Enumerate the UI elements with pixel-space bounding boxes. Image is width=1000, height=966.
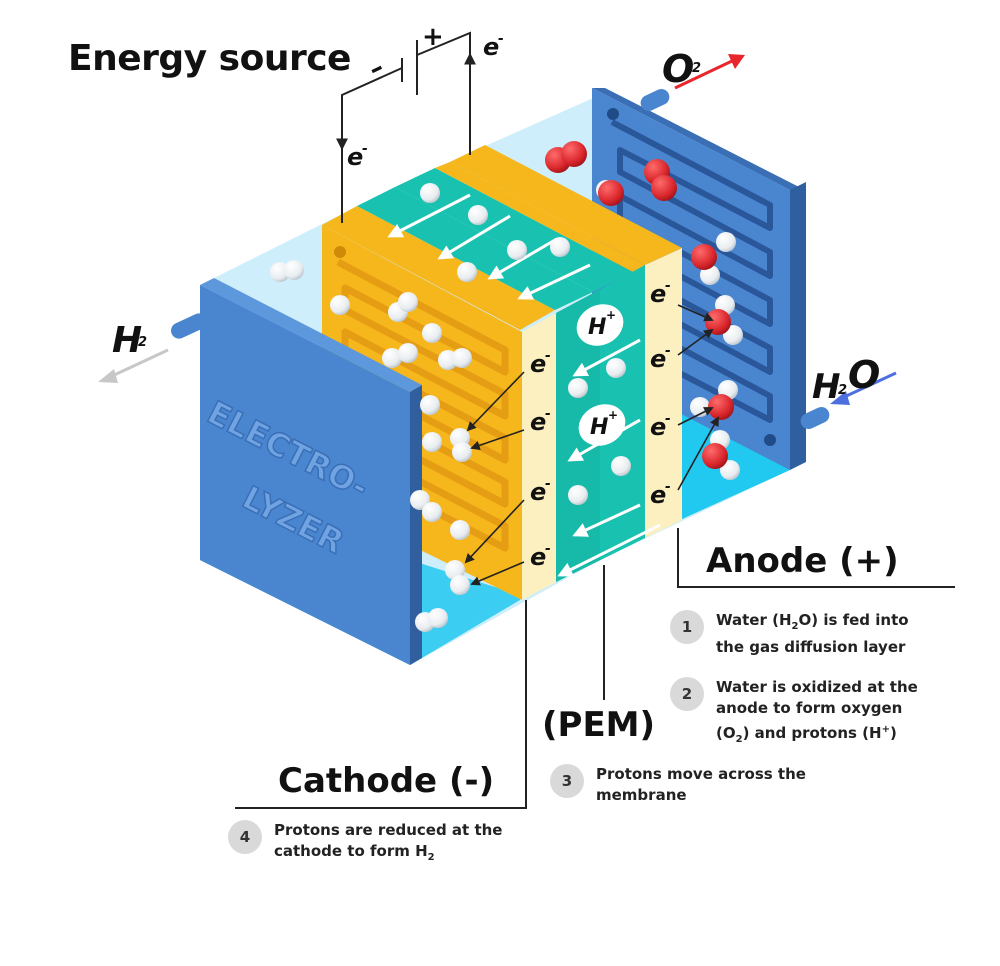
svg-text:-: - bbox=[665, 343, 671, 359]
svg-text:2: 2 bbox=[692, 61, 701, 76]
electron-symbol: e- bbox=[530, 476, 551, 506]
electron-symbol: e- bbox=[483, 31, 504, 61]
svg-text:-: - bbox=[665, 278, 671, 294]
step-3: 3 Protons move across the membrane bbox=[550, 764, 806, 806]
hydrogen-flow-arrows bbox=[387, 193, 661, 577]
o2-label: O2 bbox=[662, 47, 701, 91]
electron-symbol: e- bbox=[530, 348, 551, 378]
proton-symbol: H+ bbox=[576, 304, 624, 346]
battery-minus-sign: – bbox=[364, 52, 388, 85]
gas-flow-arrows bbox=[98, 54, 897, 405]
step-1-badge: 1 bbox=[670, 610, 704, 644]
svg-text:-: - bbox=[362, 141, 368, 157]
svg-text:e: e bbox=[483, 33, 499, 61]
svg-text:e: e bbox=[650, 280, 666, 308]
electron-symbol: e- bbox=[650, 479, 671, 509]
step-4: 4 Protons are reduced at the cathode to … bbox=[228, 820, 502, 868]
svg-text:H: H bbox=[590, 415, 608, 440]
svg-text:e: e bbox=[530, 350, 546, 378]
layer-top-faces bbox=[322, 145, 682, 330]
step-2: 2 Water is oxidized at the anode to form… bbox=[670, 677, 918, 750]
svg-text:H: H bbox=[588, 315, 606, 340]
electron-symbol: e- bbox=[530, 406, 551, 436]
proton-labels: H+ H+ bbox=[576, 304, 626, 446]
step-2-text: Water is oxidized at the anode to form o… bbox=[716, 678, 918, 745]
svg-text:+: + bbox=[608, 408, 618, 422]
svg-text:-: - bbox=[545, 476, 551, 492]
electron-symbol: e- bbox=[530, 541, 551, 571]
hydrogen-molecules bbox=[270, 180, 743, 632]
anode-heading: Anode (+) bbox=[706, 541, 899, 581]
battery-plus-sign: + bbox=[422, 22, 444, 52]
svg-text:+: + bbox=[606, 308, 616, 322]
svg-text:e: e bbox=[530, 478, 546, 506]
cathode-plate bbox=[171, 278, 422, 665]
electron-symbol: e- bbox=[650, 343, 671, 373]
svg-text:-: - bbox=[545, 541, 551, 557]
step-4-badge: 4 bbox=[228, 820, 262, 854]
o2-outlet-pipe bbox=[640, 89, 670, 111]
svg-text:-: - bbox=[665, 479, 671, 495]
step-2-badge: 2 bbox=[670, 677, 704, 711]
svg-text:2: 2 bbox=[138, 335, 147, 350]
svg-text:e: e bbox=[530, 408, 546, 436]
polarity-signs: – + bbox=[364, 22, 444, 85]
svg-text:O: O bbox=[848, 353, 880, 397]
step-4-text: Protons are reduced at the cathode to fo… bbox=[274, 821, 503, 863]
energy-source-title: Energy source bbox=[68, 38, 351, 79]
electron-symbol: e- bbox=[650, 411, 671, 441]
svg-text:-: - bbox=[498, 31, 504, 47]
svg-text:-: - bbox=[665, 411, 671, 427]
step-1-text: Water (H2O) is fed into the gas diffusio… bbox=[716, 611, 909, 656]
leader-lines bbox=[235, 528, 955, 809]
svg-text:e: e bbox=[650, 413, 666, 441]
h2o-inlet-pipe bbox=[800, 407, 830, 429]
electron-labels: e- e- e- e- e- e- e- e- e- e- bbox=[347, 31, 671, 571]
catalyst-layers bbox=[522, 248, 682, 600]
svg-text:O: O bbox=[662, 47, 694, 91]
svg-text:e: e bbox=[530, 543, 546, 571]
h2-outlet-pipe bbox=[171, 313, 207, 339]
svg-text:e: e bbox=[650, 345, 666, 373]
electron-transfer-arrows bbox=[464, 304, 719, 586]
pem-heading: (PEM) bbox=[542, 705, 656, 745]
svg-text:H: H bbox=[812, 367, 840, 407]
electron-symbol: e- bbox=[347, 141, 368, 171]
svg-text:2: 2 bbox=[838, 383, 847, 398]
proton-symbol: H+ bbox=[578, 404, 626, 446]
svg-text:-: - bbox=[545, 406, 551, 422]
cathode-heading: Cathode (-) bbox=[278, 761, 495, 801]
step-3-badge: 3 bbox=[550, 764, 584, 798]
svg-text:-: - bbox=[545, 348, 551, 364]
energy-source-circuit bbox=[336, 31, 476, 223]
step-1: 1 Water (H2O) is fed into the gas diffus… bbox=[670, 610, 909, 658]
h2-label: H2 bbox=[112, 320, 147, 361]
svg-text:e: e bbox=[650, 481, 666, 509]
electron-symbol: e- bbox=[650, 278, 671, 308]
step-3-text: Protons move across the membrane bbox=[596, 765, 806, 804]
svg-text:e: e bbox=[347, 143, 363, 171]
svg-text:H: H bbox=[112, 320, 142, 361]
